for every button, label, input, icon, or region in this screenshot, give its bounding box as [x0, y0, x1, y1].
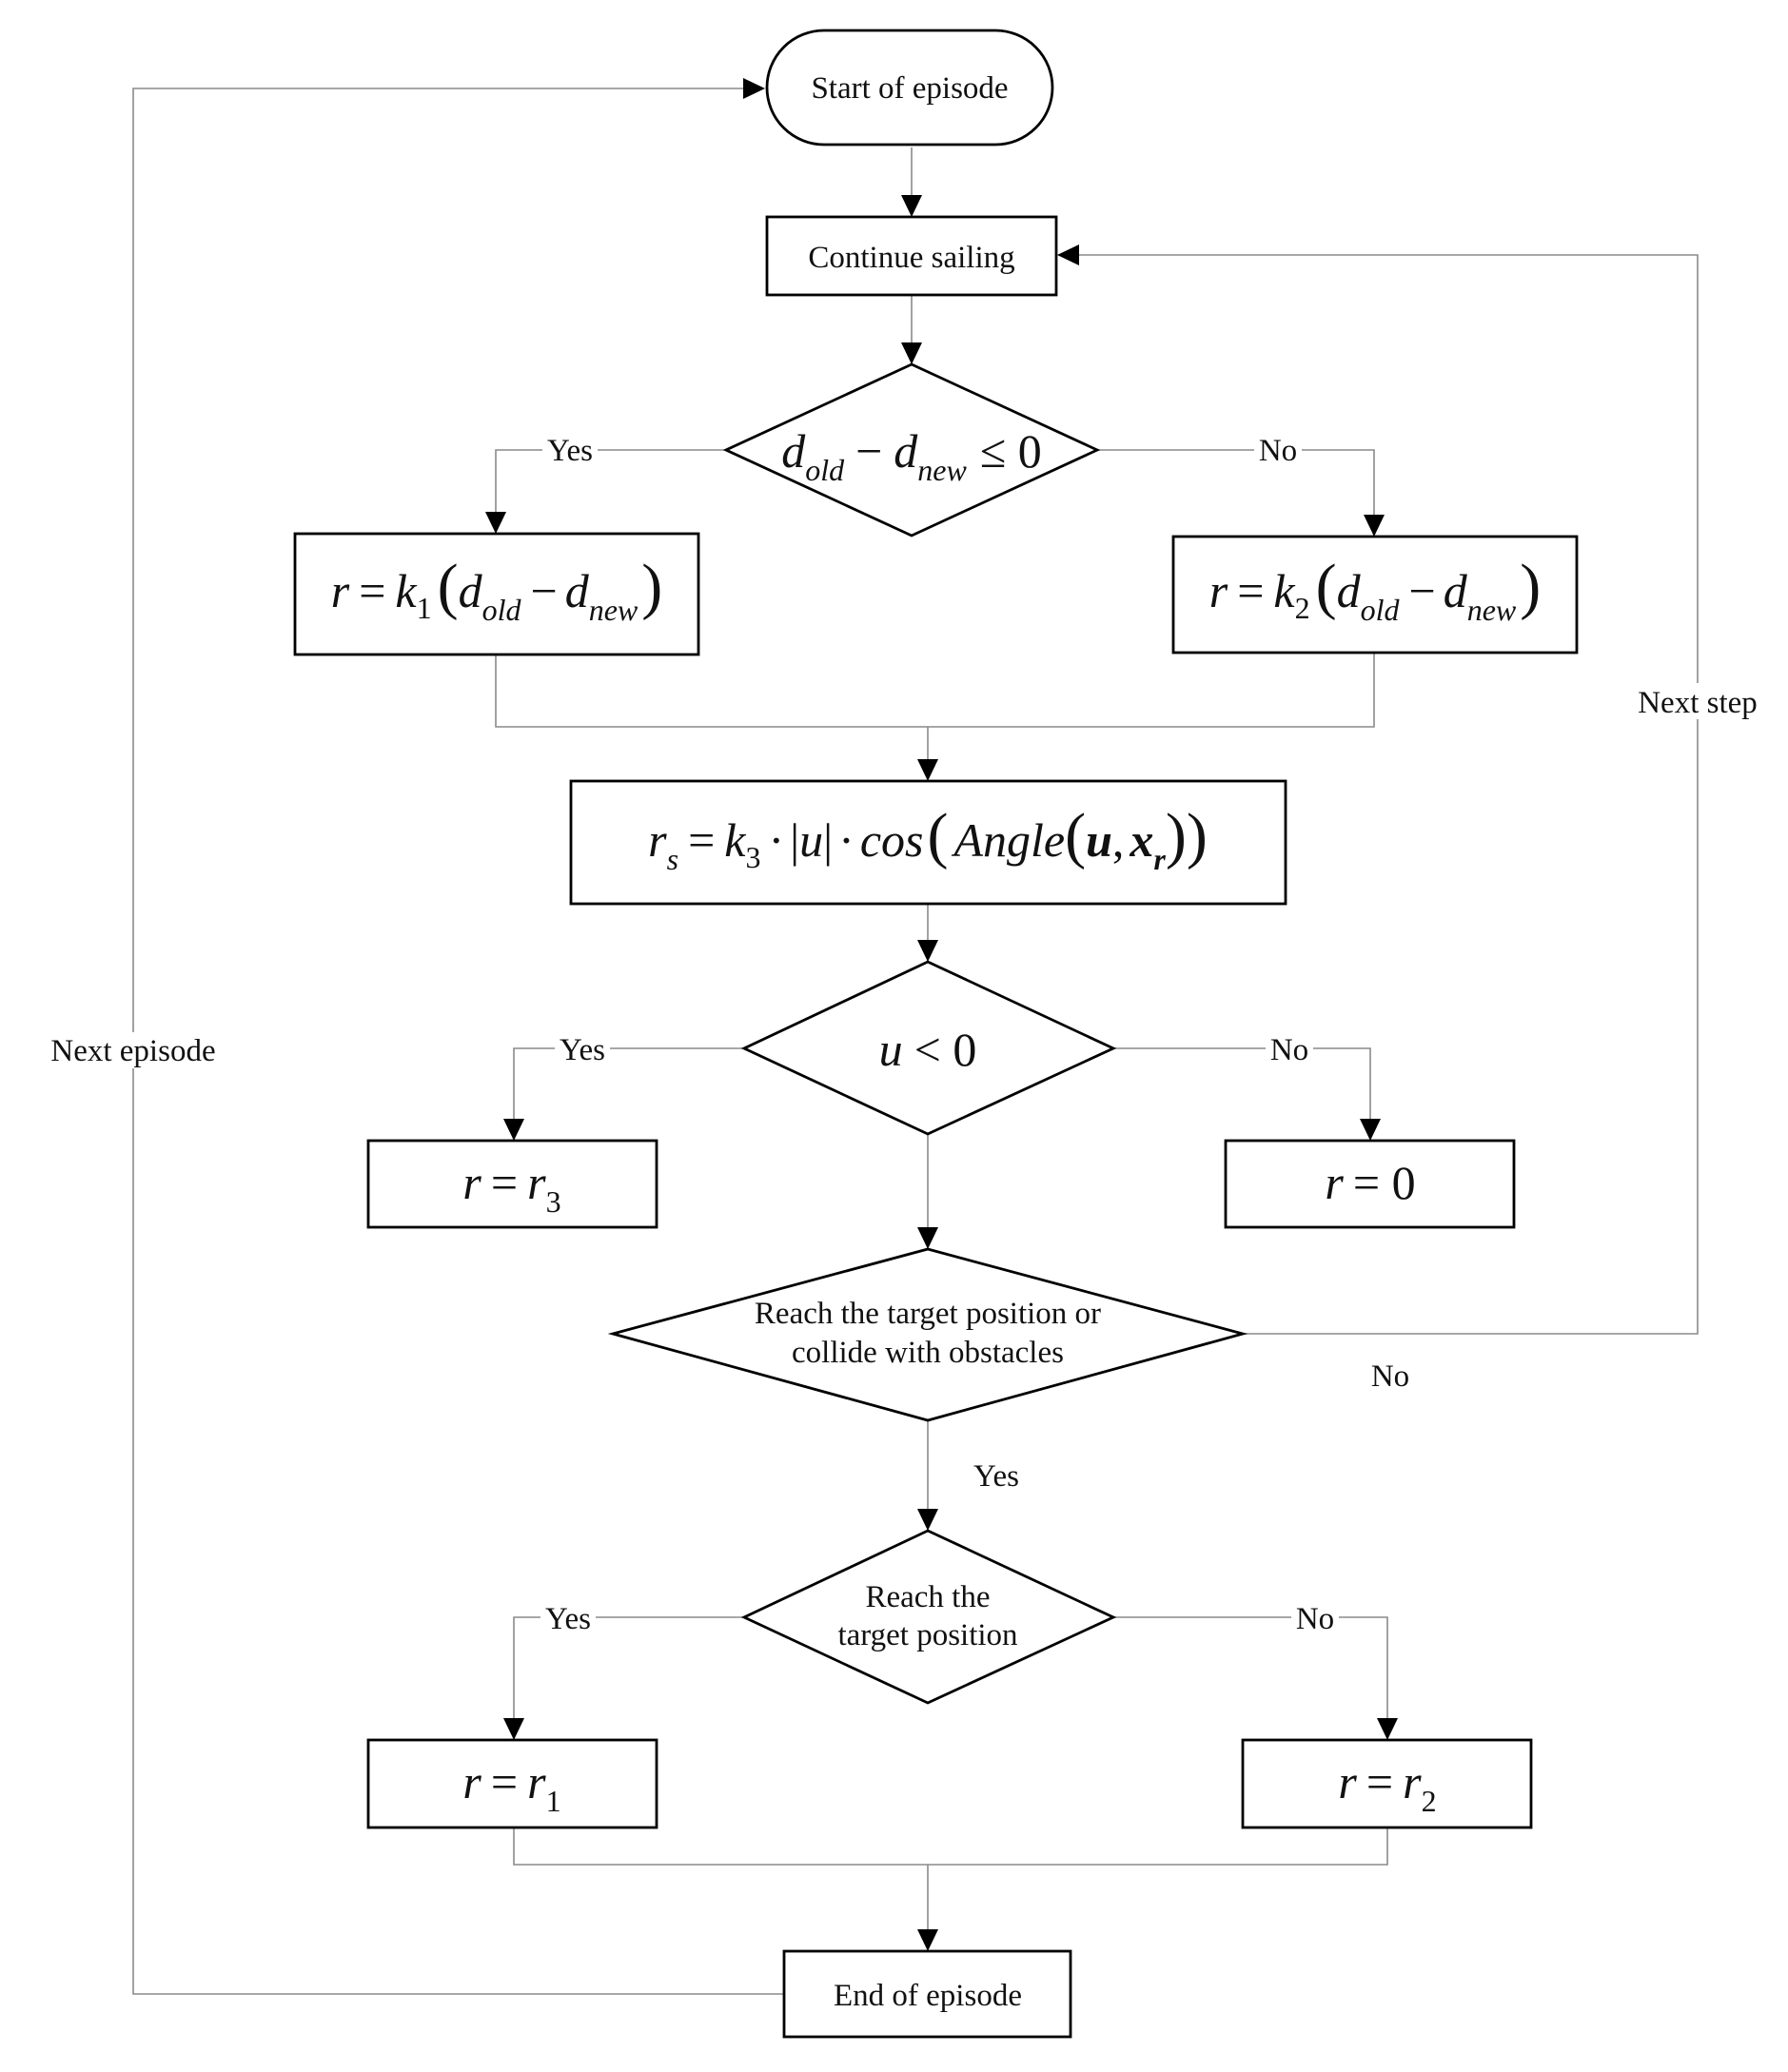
- end-node: End of episode: [782, 1949, 1072, 2039]
- label-no-distance: No: [1259, 434, 1297, 468]
- label-no-u: No: [1270, 1033, 1308, 1067]
- arrowhead-r2: [1377, 1718, 1398, 1740]
- edge-labels: Yes No Yes No No Yes Yes No Next step Ne…: [48, 430, 1766, 1636]
- reward-k1-node: r=k1(dold−dnew): [293, 532, 700, 656]
- flow-distance-yes-to-k1: [495, 449, 726, 533]
- label-yes-terminal: Yes: [973, 1459, 1019, 1494]
- arrowhead-r3: [503, 1119, 524, 1141]
- end-label: End of episode: [834, 1979, 1022, 2013]
- arrowhead-target: [917, 1509, 938, 1531]
- label-no-terminal: No: [1371, 1359, 1409, 1394]
- decision-u: u< 0: [740, 960, 1117, 1136]
- flow-k1-to-merge: [495, 655, 928, 728]
- arrowhead-zero: [1360, 1119, 1381, 1141]
- decision-distance: dold−dnew≤ 0: [722, 362, 1101, 538]
- decision-u-condition: u< 0: [879, 1023, 977, 1076]
- flow-target-yes-to-r1: [513, 1616, 744, 1739]
- reward-r3-formula: r=r3: [462, 1156, 560, 1219]
- decision-terminal: Reach the target position or collide wit…: [607, 1247, 1248, 1422]
- reward-r2-node: r=r2: [1241, 1738, 1533, 1829]
- reward-k2-formula: r=k2(dold−dnew): [1209, 552, 1541, 627]
- arrowhead-terminal: [917, 1227, 938, 1249]
- label-yes-u: Yes: [560, 1033, 605, 1067]
- continue-sailing-node: Continue sailing: [765, 215, 1058, 297]
- arrowhead-rs: [917, 759, 938, 781]
- flow-u-yes-to-r3: [513, 1047, 744, 1140]
- start-label: Start of episode: [811, 71, 1008, 106]
- arrowhead-next-step: [1057, 244, 1079, 265]
- label-no-target: No: [1296, 1602, 1334, 1636]
- label-yes-distance: Yes: [547, 434, 593, 468]
- flow-end-next-episode: [132, 88, 784, 1995]
- arrowhead-continue: [901, 195, 922, 217]
- decision-target-line1: Reach the: [865, 1580, 990, 1614]
- reward-r3-node: r=r3: [366, 1139, 658, 1229]
- flow-target-no-to-r2: [1113, 1616, 1388, 1739]
- flow-r1-to-merge: [513, 1828, 928, 1866]
- reward-rs-formula: rs=k3·|u|·cos(Angle(u,xr)): [648, 801, 1208, 876]
- flow-u-no-to-zero: [1113, 1047, 1371, 1140]
- arrowhead-end: [917, 1929, 938, 1951]
- reward-r1-node: r=r1: [366, 1738, 658, 1829]
- flow-terminal-no-next-step: [1058, 254, 1699, 1335]
- start-node: Start of episode: [765, 29, 1054, 147]
- reward-rs-node: rs=k3·|u|·cos(Angle(u,xr)): [569, 779, 1287, 906]
- label-yes-target: Yes: [545, 1602, 591, 1636]
- arrowhead-r1: [503, 1718, 524, 1740]
- decision-target: Reach the target position: [740, 1529, 1117, 1705]
- arrowhead-start: [743, 78, 765, 99]
- decision-distance-condition: dold−dnew≤ 0: [781, 424, 1042, 487]
- continue-sailing-label: Continue sailing: [808, 241, 1014, 275]
- arrowhead-decision-u: [917, 940, 938, 962]
- decision-terminal-line1: Reach the target position or: [755, 1297, 1101, 1331]
- reward-zero-formula: r= 0: [1325, 1156, 1415, 1209]
- reward-k2-node: r=k2(dold−dnew): [1171, 535, 1579, 655]
- arrowhead-k1: [485, 512, 506, 534]
- flow-k2-to-merge: [928, 653, 1375, 728]
- flow-r2-to-merge: [928, 1828, 1388, 1866]
- arrowheads: [485, 78, 1398, 1951]
- reward-r2-formula: r=r2: [1338, 1755, 1436, 1818]
- arrowhead-decision-distance: [901, 342, 922, 364]
- flow-distance-no-to-k2: [1097, 449, 1375, 536]
- label-next-step: Next step: [1638, 686, 1758, 720]
- reward-k1-formula: r=k1(dold−dnew): [331, 552, 662, 627]
- connectors: [132, 88, 1699, 1995]
- decision-target-line2: target position: [837, 1618, 1017, 1652]
- decision-terminal-line2: collide with obstacles: [792, 1336, 1064, 1370]
- arrowhead-k2: [1364, 515, 1385, 537]
- reward-r1-formula: r=r1: [462, 1755, 560, 1818]
- label-next-episode: Next episode: [50, 1034, 215, 1068]
- reward-zero-node: r= 0: [1224, 1139, 1516, 1229]
